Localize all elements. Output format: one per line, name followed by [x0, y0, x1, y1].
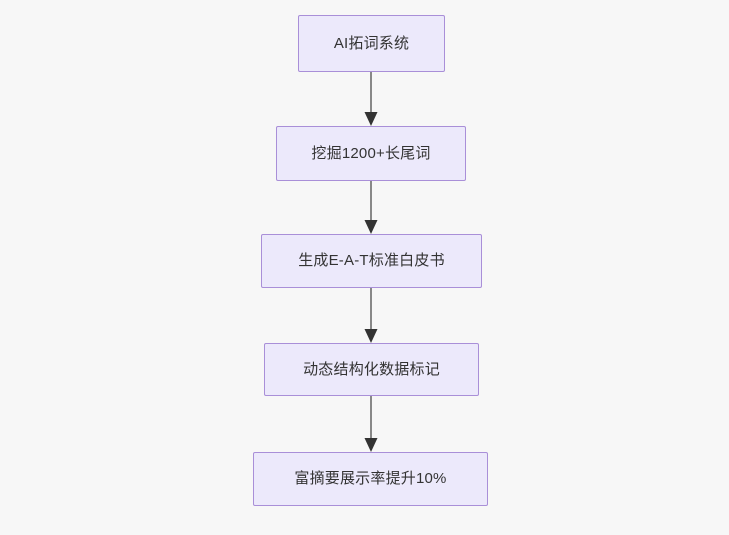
flow-node-label: 动态结构化数据标记	[303, 360, 440, 378]
flow-node-label: 挖掘1200+长尾词	[311, 144, 431, 162]
flow-node-ai-keyword-system[interactable]: AI拓词系统	[298, 15, 445, 72]
flow-node-generate-eat-whitepaper[interactable]: 生成E-A-T标准白皮书	[261, 234, 482, 288]
edge-n2-n3	[364, 181, 378, 234]
flow-node-label: 富摘要展示率提升10%	[294, 470, 447, 487]
flow-node-rich-snippet-rate-increase[interactable]: 富摘要展示率提升10%	[253, 452, 488, 506]
edge-n4-n5	[364, 396, 378, 452]
flow-node-mine-longtail-keywords[interactable]: 挖掘1200+长尾词	[276, 126, 466, 181]
flow-node-label: AI拓词系统	[333, 34, 410, 52]
flow-node-label: 生成E-A-T标准白皮书	[298, 252, 445, 269]
flow-node-dynamic-structured-data-markup[interactable]: 动态结构化数据标记	[264, 343, 479, 396]
edge-n3-n4	[364, 288, 378, 343]
edge-n1-n2	[364, 72, 378, 126]
